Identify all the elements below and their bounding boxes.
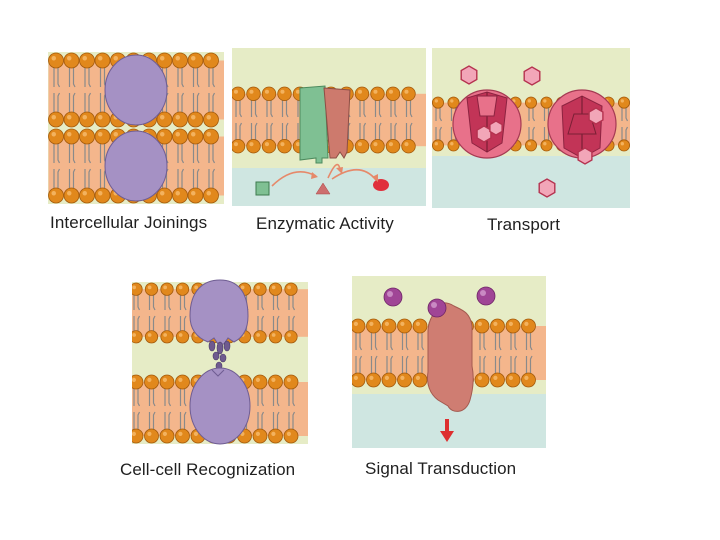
- enzymatic-activity-illustration: [232, 48, 426, 206]
- intercellular-joinings-illustration: [48, 52, 224, 204]
- panel-signal-transduction: [352, 276, 546, 448]
- enzyme-protein-green: [299, 85, 329, 164]
- junction-protein-lower: [104, 130, 168, 202]
- signal-arrow-down: [440, 419, 454, 442]
- cell-cell-recognization-illustration: [132, 279, 308, 445]
- enzyme-protein-red: [323, 87, 351, 159]
- panel-transport: [432, 48, 630, 208]
- recognition-protein-upper: [189, 279, 249, 345]
- signal-transduction-illustration: [352, 276, 546, 448]
- transport-protein-right: [547, 89, 617, 159]
- solute-hexagon: [577, 147, 593, 165]
- junction-protein-upper: [104, 54, 168, 126]
- transport-illustration: [432, 48, 630, 208]
- caption-signal-transduction: Signal Transduction: [365, 459, 517, 478]
- solute-hexagon: [523, 66, 541, 86]
- solute-hexagon: [588, 107, 604, 125]
- recognition-protein-lower: [189, 367, 251, 445]
- product-triangle: [315, 182, 331, 195]
- caption-enzymatic-activity: Enzymatic Activity: [256, 214, 394, 233]
- receptor-protein: [427, 302, 474, 412]
- substrate-square: [255, 181, 270, 196]
- caption-intercellular-joinings: Intercellular Joinings: [50, 213, 208, 232]
- caption-cell-cell-recognization: Cell-cell Recognization: [120, 460, 296, 479]
- panel-enzymatic-activity: [232, 48, 426, 206]
- signal-molecule: [476, 286, 496, 306]
- solute-hexagon: [476, 125, 492, 143]
- signal-molecule: [383, 287, 403, 307]
- signal-molecule: [427, 298, 447, 318]
- product-sphere: [373, 179, 389, 191]
- solute-hexagon: [538, 178, 556, 198]
- solute-hexagon: [460, 65, 478, 85]
- caption-transport: Transport: [487, 215, 561, 234]
- solute-hexagon: [489, 120, 503, 136]
- transport-protein-left: [452, 89, 522, 159]
- panel-intercellular-joinings: [48, 50, 224, 206]
- panel-cell-cell-recognization: [132, 278, 308, 448]
